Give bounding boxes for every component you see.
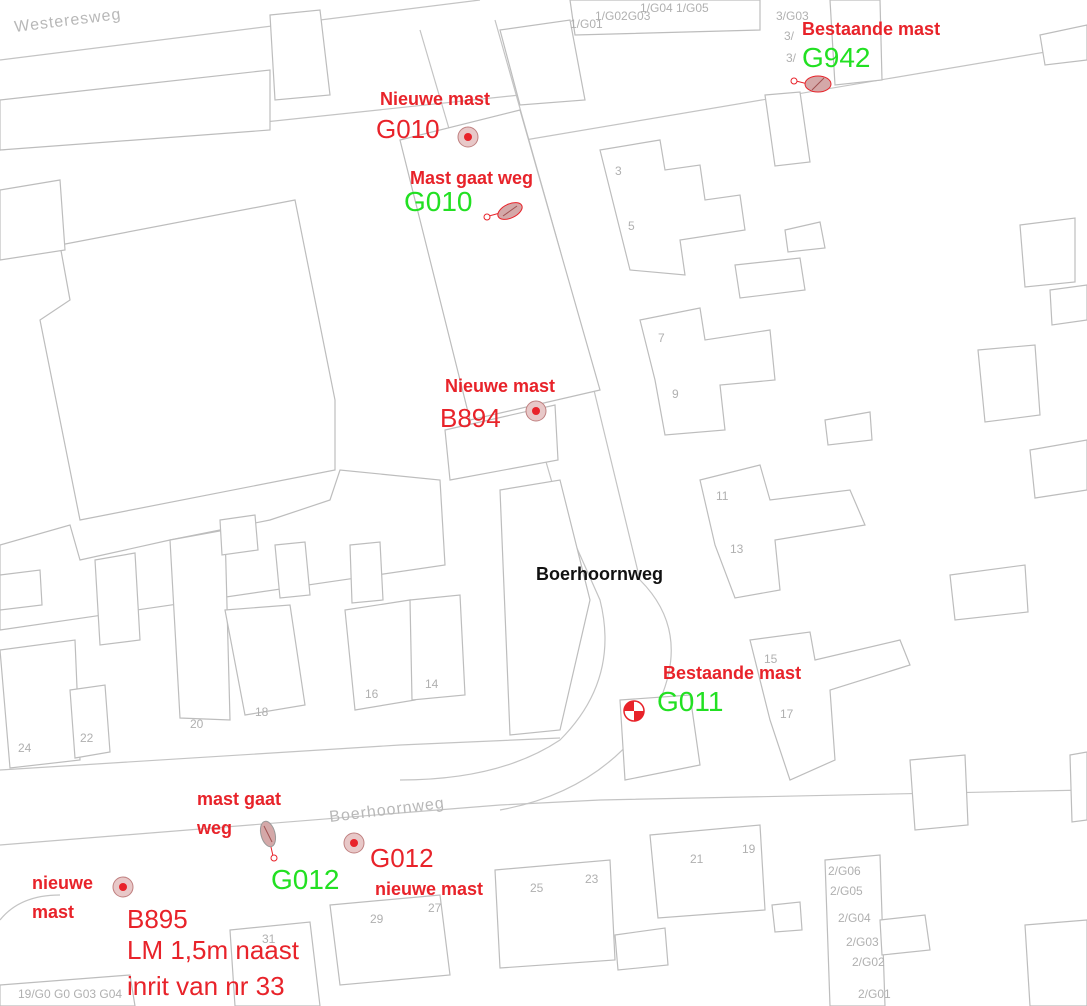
mast-g012-new[interactable] — [343, 832, 365, 854]
house-number: 1/G04 1/G05 — [640, 1, 709, 15]
house-number: 1/G02G03 — [595, 9, 651, 23]
house-number: 2/G05 — [830, 884, 863, 898]
house-number: 31 — [262, 932, 276, 946]
house-number: 25 — [530, 881, 544, 895]
mast-b895-new[interactable] — [112, 876, 134, 898]
b895-note-line-2: inrit van nr 33 — [127, 971, 285, 1001]
street-label-boerhoornweg: Boerhoornweg — [536, 564, 664, 584]
house-number: 5 — [628, 219, 635, 233]
house-number: 19/G0 G0 G03 G04 — [18, 987, 122, 1001]
house-number: 27 — [428, 901, 442, 915]
house-number: 2/G03 — [846, 935, 879, 949]
mast-g011-existing[interactable] — [623, 700, 645, 722]
g011-status-label: Bestaande mast — [663, 663, 802, 683]
house-number: 24 — [18, 741, 32, 755]
mast-g010-removed[interactable] — [483, 199, 525, 223]
house-number: 13 — [730, 542, 744, 556]
house-number: 16 — [365, 687, 379, 701]
house-number: 3 — [615, 164, 622, 178]
g011-id-label: G011 — [657, 686, 724, 717]
house-number: 2/G04 — [838, 911, 871, 925]
house-number: 3/G03 — [776, 9, 809, 23]
b895-id-label: B895 — [127, 904, 188, 934]
mast-g012-removed[interactable] — [258, 820, 278, 862]
g010-new-id-label: G010 — [376, 114, 440, 144]
g012-new-status-label: nieuwe mast — [375, 879, 484, 899]
house-number: 7 — [658, 331, 665, 345]
b895-note-line-1: LM 1,5m naast — [127, 935, 299, 965]
g012-removed-status-label-2: weg — [197, 818, 233, 838]
g010-old-id-label: G010 — [404, 186, 473, 217]
mast-b894-new[interactable] — [525, 400, 547, 422]
mast-g942-existing[interactable] — [790, 75, 832, 93]
house-number: 17 — [780, 707, 794, 721]
g942-id-label: G942 — [802, 42, 871, 73]
house-number: 14 — [425, 677, 439, 691]
house-number: 3/ — [786, 51, 797, 65]
b895-status-label-2: mast — [32, 902, 75, 922]
house-number: 2/G02 — [852, 955, 885, 969]
g942-status-label: Bestaande mast — [802, 19, 941, 39]
g012-removed-id-label: G012 — [271, 864, 340, 895]
house-number: 21 — [690, 852, 704, 866]
g010-new-status-label: Nieuwe mast — [380, 89, 491, 109]
g012-removed-status-label-1: mast gaat — [197, 789, 282, 809]
house-number: 29 — [370, 912, 384, 926]
g010-old-status-label: Mast gaat weg — [410, 168, 534, 188]
house-number: 1/G01 — [570, 17, 603, 31]
house-number: 11 — [716, 489, 729, 503]
house-number: 20 — [190, 717, 204, 731]
house-number: 2/G06 — [828, 864, 861, 878]
house-number: 9 — [672, 387, 679, 401]
house-number: 2/G01 — [858, 987, 891, 1001]
g012-new-id-label: G012 — [370, 843, 434, 873]
b894-id-label: B894 — [440, 403, 501, 433]
house-number: 22 — [80, 731, 94, 745]
house-number: 23 — [585, 872, 599, 886]
b895-status-label-1: nieuwe — [32, 873, 94, 893]
street-name-westeresweg: Westeresweg — [13, 6, 122, 36]
house-numbers: 3 5 7 9 11 13 15 17 14 16 18 20 22 24 19… — [18, 1, 891, 1001]
mast-g010-new[interactable] — [457, 126, 479, 148]
house-number: 3/ — [784, 29, 795, 43]
house-number: 19 — [742, 842, 756, 856]
house-number: 18 — [255, 705, 269, 719]
street-name-boerhoornweg: Boerhoornweg — [328, 795, 445, 826]
house-number: 15 — [764, 652, 778, 666]
b894-status-label: Nieuwe mast — [445, 376, 556, 396]
